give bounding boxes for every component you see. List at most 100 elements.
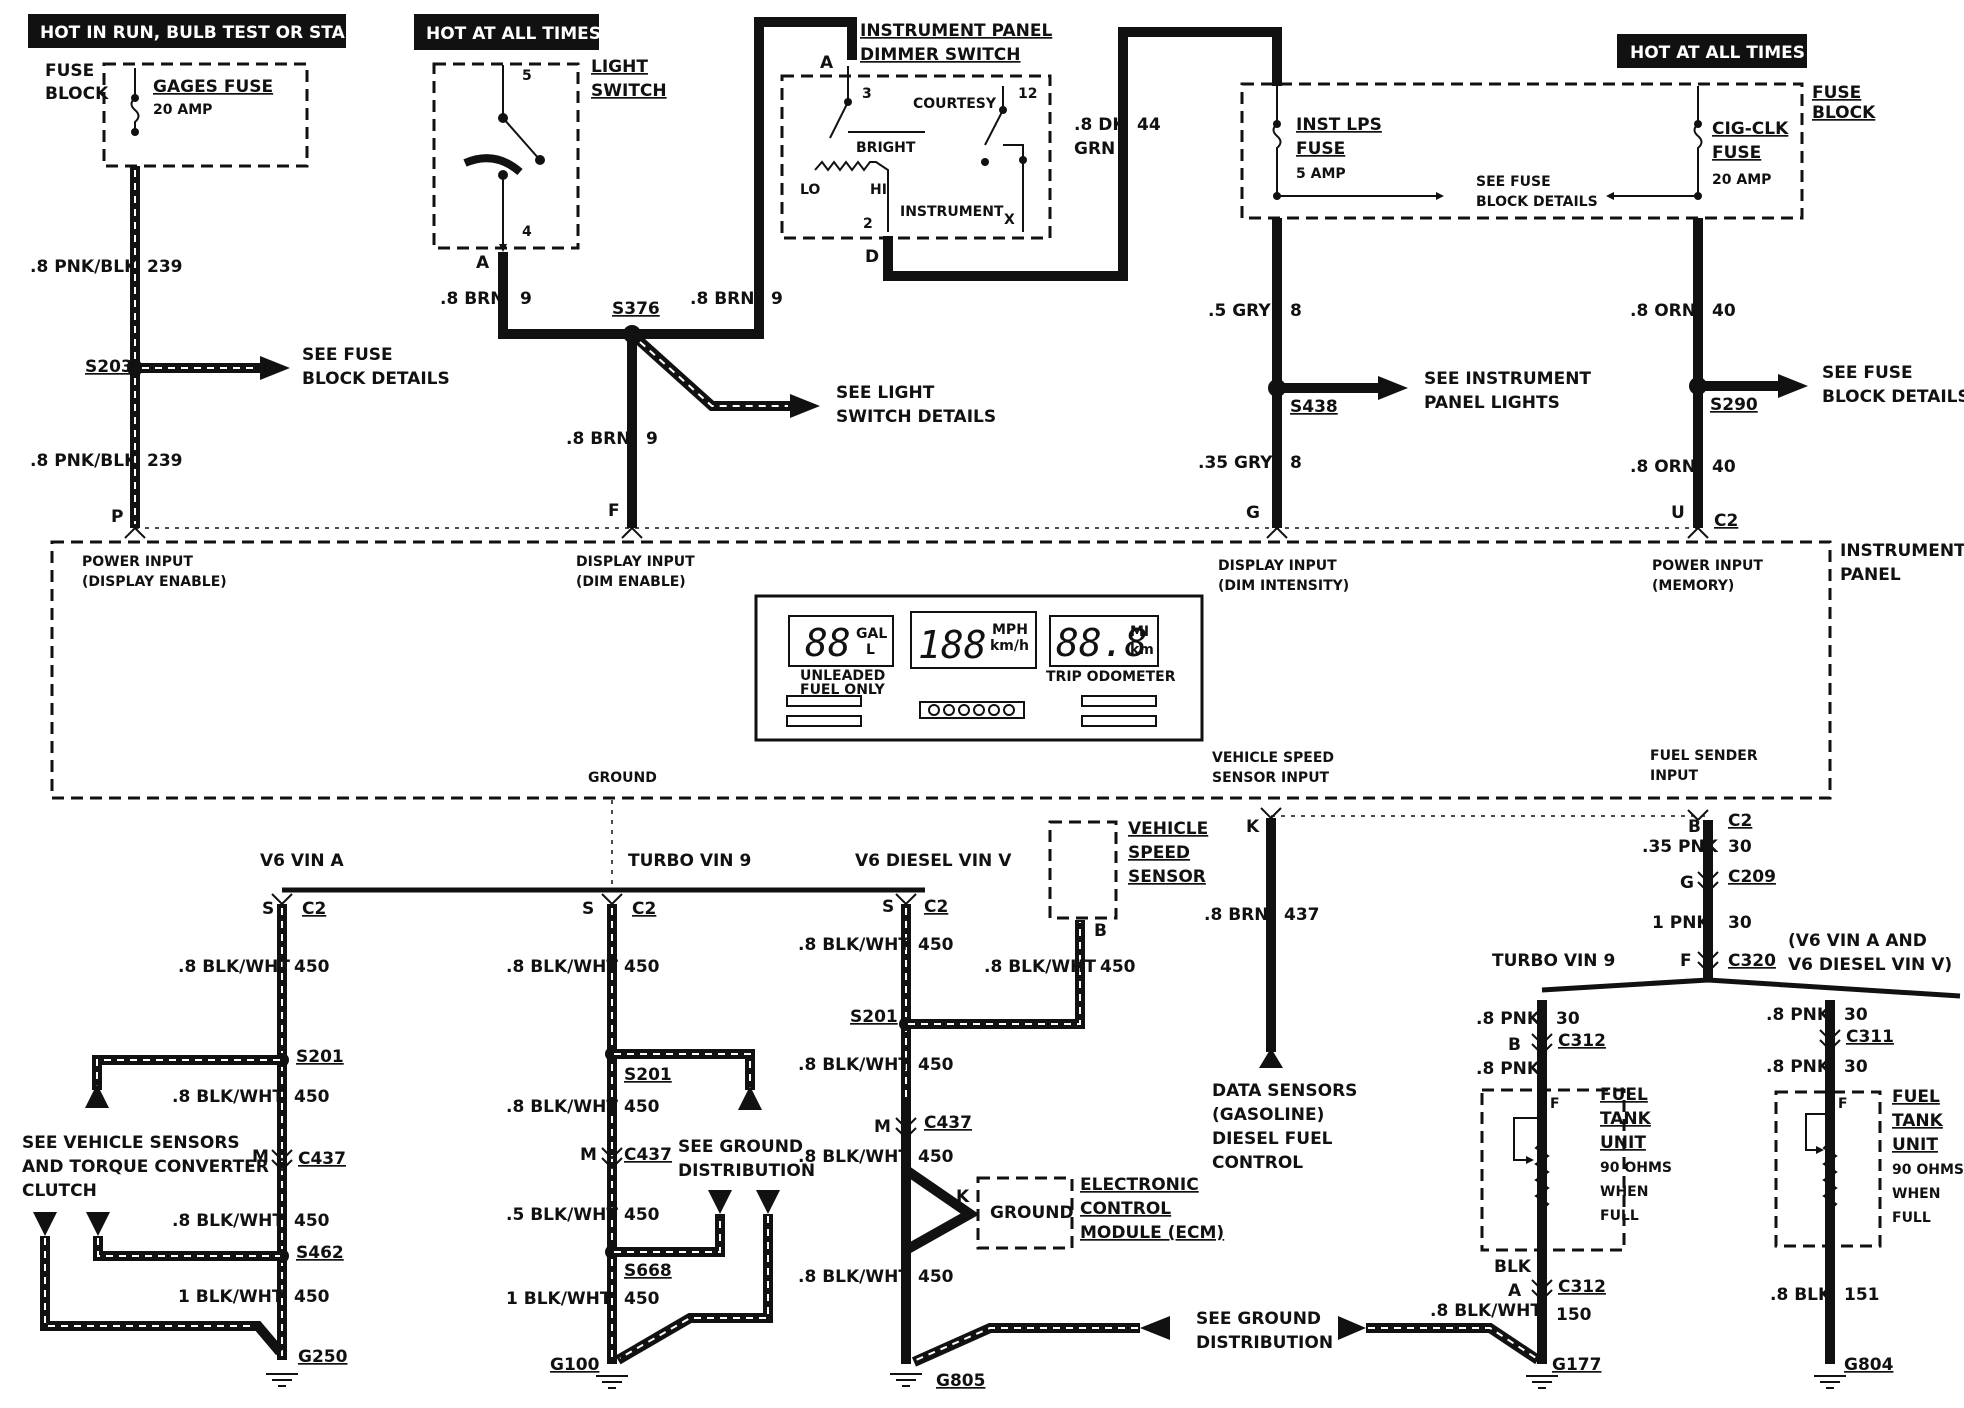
svg-text:SEE FUSE: SEE FUSE bbox=[1476, 174, 1551, 190]
svg-text:C437: C437 bbox=[298, 1149, 346, 1169]
svg-text:C437: C437 bbox=[924, 1113, 972, 1133]
svg-text:.8 PNK: .8 PNK bbox=[1476, 1059, 1541, 1079]
svg-text:(GASOLINE): (GASOLINE) bbox=[1212, 1105, 1324, 1125]
svg-text:450: 450 bbox=[918, 935, 954, 955]
svg-text:UNIT: UNIT bbox=[1892, 1135, 1938, 1155]
svg-text:S438: S438 bbox=[1290, 397, 1338, 417]
svg-text:4: 4 bbox=[522, 224, 532, 240]
svg-text:450: 450 bbox=[624, 1205, 660, 1225]
svg-text:G: G bbox=[1680, 873, 1694, 893]
svg-text:.8 BRN: .8 BRN bbox=[690, 289, 754, 309]
svg-text:km/h: km/h bbox=[990, 638, 1029, 654]
svg-text:B: B bbox=[1094, 921, 1107, 941]
fuse-block-right: FUSE BLOCK INST LPS FUSE 5 AMP CIG-CLK F… bbox=[1240, 82, 1876, 220]
svg-text:450: 450 bbox=[918, 1267, 954, 1287]
svg-text:DISPLAY INPUT: DISPLAY INPUT bbox=[1218, 558, 1337, 574]
svg-text:HOT AT ALL TIMES: HOT AT ALL TIMES bbox=[426, 24, 601, 44]
svg-text:F: F bbox=[1680, 951, 1692, 971]
svg-text:S201: S201 bbox=[850, 1007, 898, 1027]
svg-text:GROUND: GROUND bbox=[588, 770, 657, 786]
svg-text:.5 GRY: .5 GRY bbox=[1208, 301, 1271, 321]
svg-text:.8 BLK: .8 BLK bbox=[1770, 1285, 1832, 1305]
svg-text:1 PNK: 1 PNK bbox=[1652, 913, 1710, 933]
svg-text:FULL: FULL bbox=[1892, 1210, 1931, 1226]
svg-text:C312: C312 bbox=[1558, 1277, 1606, 1297]
svg-text:FULL: FULL bbox=[1600, 1208, 1639, 1224]
svg-text:VEHICLE: VEHICLE bbox=[1128, 819, 1208, 839]
svg-text:C2: C2 bbox=[302, 899, 326, 919]
svg-text:SEE VEHICLE SENSORS: SEE VEHICLE SENSORS bbox=[22, 1133, 240, 1153]
svg-text:FUSE: FUSE bbox=[1812, 83, 1861, 103]
svg-text:90 OHMS: 90 OHMS bbox=[1600, 1160, 1672, 1176]
svg-text:3: 3 bbox=[862, 86, 872, 102]
svg-text:450: 450 bbox=[624, 957, 660, 977]
header-hot-in-run: HOT IN RUN, BULB TEST OR START bbox=[28, 14, 369, 48]
svg-text:30: 30 bbox=[1556, 1009, 1580, 1029]
svg-text:B: B bbox=[1688, 817, 1701, 837]
svg-text:.8 BLK/WHT: .8 BLK/WHT bbox=[506, 1097, 618, 1117]
svg-text:CONTROL: CONTROL bbox=[1212, 1153, 1303, 1173]
svg-text:F: F bbox=[1550, 1096, 1560, 1112]
svg-text:K: K bbox=[956, 1187, 970, 1207]
svg-text:.8 BLK/WHT: .8 BLK/WHT bbox=[798, 1267, 910, 1287]
svg-text:km: km bbox=[1130, 642, 1154, 658]
svg-text:TURBO VIN 9: TURBO VIN 9 bbox=[628, 851, 751, 871]
svg-text:K: K bbox=[1246, 817, 1260, 837]
svg-text:450: 450 bbox=[918, 1055, 954, 1075]
svg-text:450: 450 bbox=[294, 957, 330, 977]
svg-text:20 AMP: 20 AMP bbox=[153, 102, 212, 118]
svg-text:SWITCH DETAILS: SWITCH DETAILS bbox=[836, 407, 996, 427]
svg-text:BLOCK: BLOCK bbox=[45, 84, 109, 104]
svg-text:.8 BRN: .8 BRN bbox=[440, 289, 504, 309]
splice-s290 bbox=[1689, 377, 1707, 395]
svg-text:INST LPS: INST LPS bbox=[1296, 115, 1382, 135]
svg-text:.8 BRN: .8 BRN bbox=[566, 429, 630, 449]
svg-text:.8 BLK/WHT: .8 BLK/WHT bbox=[172, 1087, 284, 1107]
header-hot-at-all-times-right: HOT AT ALL TIMES bbox=[1617, 34, 1807, 68]
header-hot-at-all-times-left: HOT AT ALL TIMES bbox=[414, 14, 601, 50]
svg-text:G804: G804 bbox=[1844, 1355, 1894, 1375]
svg-text:SENSOR INPUT: SENSOR INPUT bbox=[1212, 770, 1330, 786]
instrument-panel: INSTRUMENT PANEL P F G U C2 POWER INPUT … bbox=[50, 501, 1964, 800]
svg-text:S203: S203 bbox=[85, 357, 133, 377]
svg-text:S: S bbox=[882, 897, 894, 917]
svg-text:5 AMP: 5 AMP bbox=[1296, 166, 1346, 182]
svg-text:C2: C2 bbox=[1728, 811, 1752, 831]
svg-text:C320: C320 bbox=[1728, 951, 1776, 971]
svg-text:G100: G100 bbox=[550, 1355, 600, 1375]
svg-text:F: F bbox=[1838, 1096, 1848, 1112]
svg-text:PANEL: PANEL bbox=[1840, 565, 1901, 585]
svg-text:M: M bbox=[252, 1147, 269, 1167]
svg-text:S290: S290 bbox=[1710, 395, 1758, 415]
svg-text:HI: HI bbox=[870, 182, 887, 198]
svg-text:MPH: MPH bbox=[992, 622, 1028, 638]
svg-text:GRN: GRN bbox=[1074, 139, 1115, 159]
svg-text:8: 8 bbox=[1290, 453, 1302, 473]
svg-text:INSTRUMENT: INSTRUMENT bbox=[900, 204, 1004, 220]
splice-s438 bbox=[1268, 379, 1286, 397]
svg-text:.8 BLK/WHT: .8 BLK/WHT bbox=[798, 1055, 910, 1075]
svg-text:S: S bbox=[262, 899, 274, 919]
fuel-tank-unit-v6: F FUEL TANK UNIT 90 OHMS WHEN FULL bbox=[1774, 1087, 1964, 1248]
svg-text:V6 DIESEL VIN V: V6 DIESEL VIN V bbox=[855, 851, 1012, 871]
svg-text:450: 450 bbox=[294, 1287, 330, 1307]
svg-text:MI: MI bbox=[1130, 624, 1149, 640]
svg-text:M: M bbox=[874, 1117, 891, 1137]
svg-text:.8 ORN: .8 ORN bbox=[1630, 301, 1696, 321]
fuel-tank-unit-turbo: F FUEL TANK UNIT 90 OHMS WHEN FULL bbox=[1480, 1085, 1672, 1252]
svg-text:DISTRIBUTION: DISTRIBUTION bbox=[678, 1161, 815, 1181]
svg-text:GAGES FUSE: GAGES FUSE bbox=[153, 77, 273, 97]
svg-text:CLUTCH: CLUTCH bbox=[22, 1181, 97, 1201]
svg-text:P: P bbox=[111, 507, 123, 527]
svg-text:FUSE: FUSE bbox=[45, 61, 94, 81]
svg-text:.35 GRY: .35 GRY bbox=[1198, 453, 1273, 473]
svg-text:C209: C209 bbox=[1728, 867, 1776, 887]
svg-text:U: U bbox=[1671, 503, 1685, 523]
svg-text:BLOCK: BLOCK bbox=[1812, 103, 1876, 123]
svg-text:88.8: 88.8 bbox=[1056, 621, 1148, 665]
svg-text:20 AMP: 20 AMP bbox=[1712, 172, 1771, 188]
svg-text:1 BLK/WHT: 1 BLK/WHT bbox=[506, 1289, 612, 1309]
svg-text:FUEL SENDER: FUEL SENDER bbox=[1650, 748, 1758, 764]
svg-text:FUEL: FUEL bbox=[1600, 1085, 1648, 1105]
svg-text:L: L bbox=[866, 642, 875, 658]
